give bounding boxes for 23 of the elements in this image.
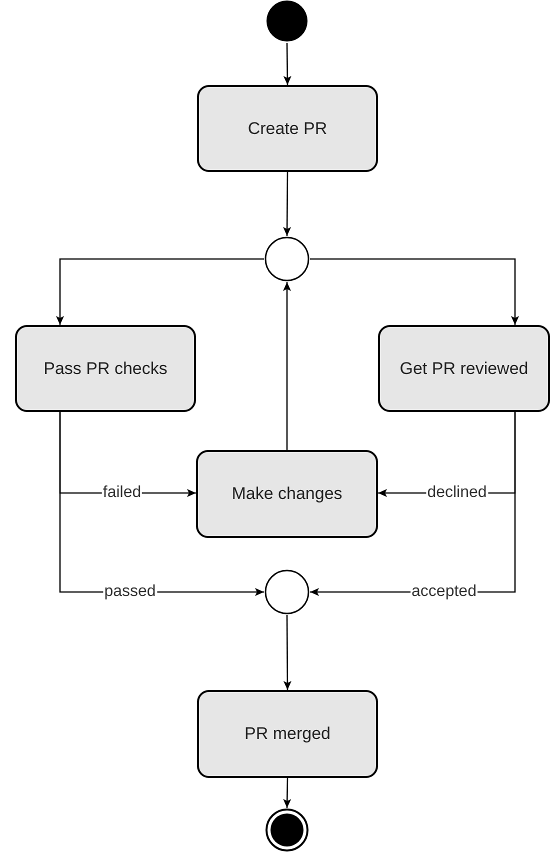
state-label: Pass PR checks: [44, 358, 168, 378]
state-label: Make changes: [232, 484, 342, 504]
edge-label: passed: [103, 583, 157, 601]
state-box: [15, 325, 196, 412]
state-label: PR merged: [244, 724, 330, 744]
arrow: [283, 778, 292, 808]
junction-circle: [264, 236, 310, 282]
edge-label: accepted: [410, 583, 478, 601]
junction-circle: [264, 569, 310, 615]
state-box: [378, 325, 550, 412]
arrow: [56, 258, 264, 325]
state-box: [197, 85, 378, 172]
arrow: [283, 43, 292, 85]
arrow: [283, 282, 291, 450]
arrow: [310, 258, 519, 325]
arrow: [283, 615, 292, 690]
arrow: [283, 172, 292, 236]
initial-state-dot: [265, 0, 309, 42]
state-box: [196, 450, 378, 538]
state-label: Get PR reviewed: [400, 358, 528, 378]
state-label: Create PR: [248, 118, 328, 138]
state-box: [197, 690, 378, 778]
final-state-circle: [265, 808, 309, 852]
